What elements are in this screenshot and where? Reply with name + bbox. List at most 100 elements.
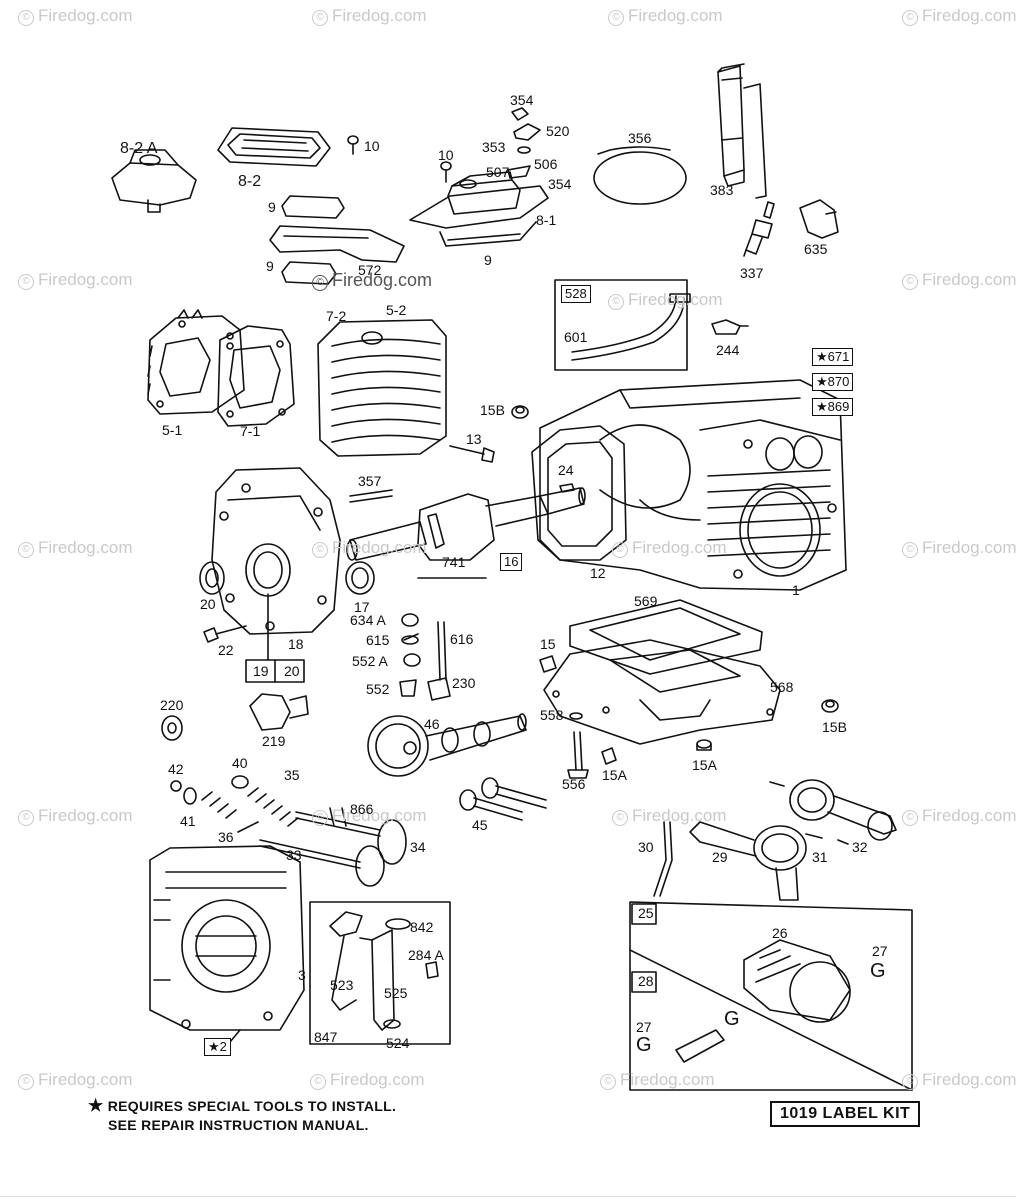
watermark: ©Firedog.com [902,538,1016,558]
watermark: ©Firedog.com [18,538,132,558]
part-label: 866 [350,801,374,817]
watermark: ©Firedog.com [902,270,1016,290]
part-label: 353 [482,139,506,155]
part-label: 615 [366,632,390,648]
part-label: 244 [716,342,740,358]
part-label: 15A [602,767,627,783]
part-clip-354 [507,107,541,179]
part-plug-15 [539,655,557,673]
watermark-dark: ©Firedog.com [312,270,432,291]
part-box-label: ★870 [812,373,854,391]
part-label: 556 [562,776,586,792]
part-label: 33 [286,847,302,863]
part-spark-plug-337 [743,201,775,257]
part-label: 27 [872,943,888,959]
part-bearing-17 [345,561,375,595]
part-label: G [724,1008,740,1030]
part-label: 9 [484,252,492,268]
part-label: 32 [852,839,868,855]
part-coil-383 [717,63,767,199]
part-label: 523 [330,977,354,993]
part-label: 220 [160,697,184,713]
part-label: G [636,1034,652,1056]
watermark: ©Firedog.com [600,1070,714,1090]
part-label: 10 [438,147,454,163]
part-label: 1 [792,582,800,598]
part-label: 357 [358,473,382,489]
part-label: 20 [284,663,300,679]
part-crankcase-cover-18 [211,467,341,635]
part-label: 5-1 [162,422,183,438]
part-bolt-13 [449,445,495,463]
part-label: 635 [804,241,828,257]
part-cylinder-head-5-2 [317,319,447,457]
part-label: 34 [410,839,426,855]
part-label: 20 [200,596,216,612]
divider [0,1196,1016,1197]
watermark: ©Firedog.com [608,290,722,310]
part-label: 524 [386,1035,410,1051]
part-label: 9 [268,199,276,215]
part-dipstick-30 [653,821,673,897]
part-box-label: 16 [500,553,523,571]
part-label: 558 [540,707,564,723]
part-label: 35 [284,767,300,783]
part-label: 507 [486,164,510,180]
part-label: 601 [564,329,588,345]
part-label: 634 A [350,612,386,628]
part-label: 354 [510,92,534,108]
watermark: ©Firedog.com [612,806,726,826]
part-label: 552 A [352,653,388,669]
part-label: 506 [534,156,558,172]
part-crankshaft-741 [346,487,586,561]
watermark: ©Firedog.com [312,806,426,826]
part-gasket-569 [569,599,763,675]
part-breather-8-2 [217,127,331,167]
part-box-label: ★869 [812,398,854,416]
part-governor-set [399,613,451,701]
part-label: 741 [442,554,466,570]
part-label: 842 [410,919,434,935]
part-screw-10 [347,135,359,155]
part-cover-8-2a [111,149,197,213]
part-label: 15A [692,757,717,773]
part-label: 3 [298,967,306,983]
part-screw-10b [440,161,452,183]
part-label: 7-1 [240,423,261,439]
watermark: ©Firedog.com [18,6,132,26]
part-label: 25 [638,905,654,921]
part-label: 30 [638,839,654,855]
part-drain-556 [567,712,589,779]
part-label: 354 [548,176,572,192]
part-label: 15B [822,719,847,735]
part-oil-sump-568 [543,639,781,745]
watermark: ©Firedog.com [310,1070,424,1090]
part-head-5-1 [147,309,245,415]
part-label: 552 [366,681,390,697]
watermark: ©Firedog.com [608,6,722,26]
part-label: 31 [812,849,828,865]
part-label: 42 [168,761,184,777]
special-tools-note: ★ REQUIRES SPECIAL TOOLS TO INSTALL. SEE… [88,1096,397,1133]
part-label: 19 [253,663,269,679]
part-fitting-244 [711,319,749,335]
part-label: 284 A [408,947,444,963]
part-gasket-12 [531,425,627,561]
part-piston-26 [675,939,851,1063]
part-gasket-9 [269,195,405,285]
part-label: 230 [452,675,476,691]
part-label: 8-1 [536,212,557,228]
part-seal-20 [199,561,225,595]
part-label: 18 [288,636,304,652]
watermark: ©Firedog.com [902,6,1016,26]
part-label: 28 [638,973,654,989]
part-label: 616 [450,631,474,647]
part-breather-8-1 [409,171,549,247]
part-valve-springs [170,775,347,833]
watermark: ©Firedog.com [312,6,426,26]
part-label: 337 [740,265,764,281]
part-grommet-15b-2 [821,699,839,713]
part-label: 847 [314,1029,338,1045]
part-crankcase-2 [149,845,305,1043]
part-connecting-rod [689,779,897,901]
